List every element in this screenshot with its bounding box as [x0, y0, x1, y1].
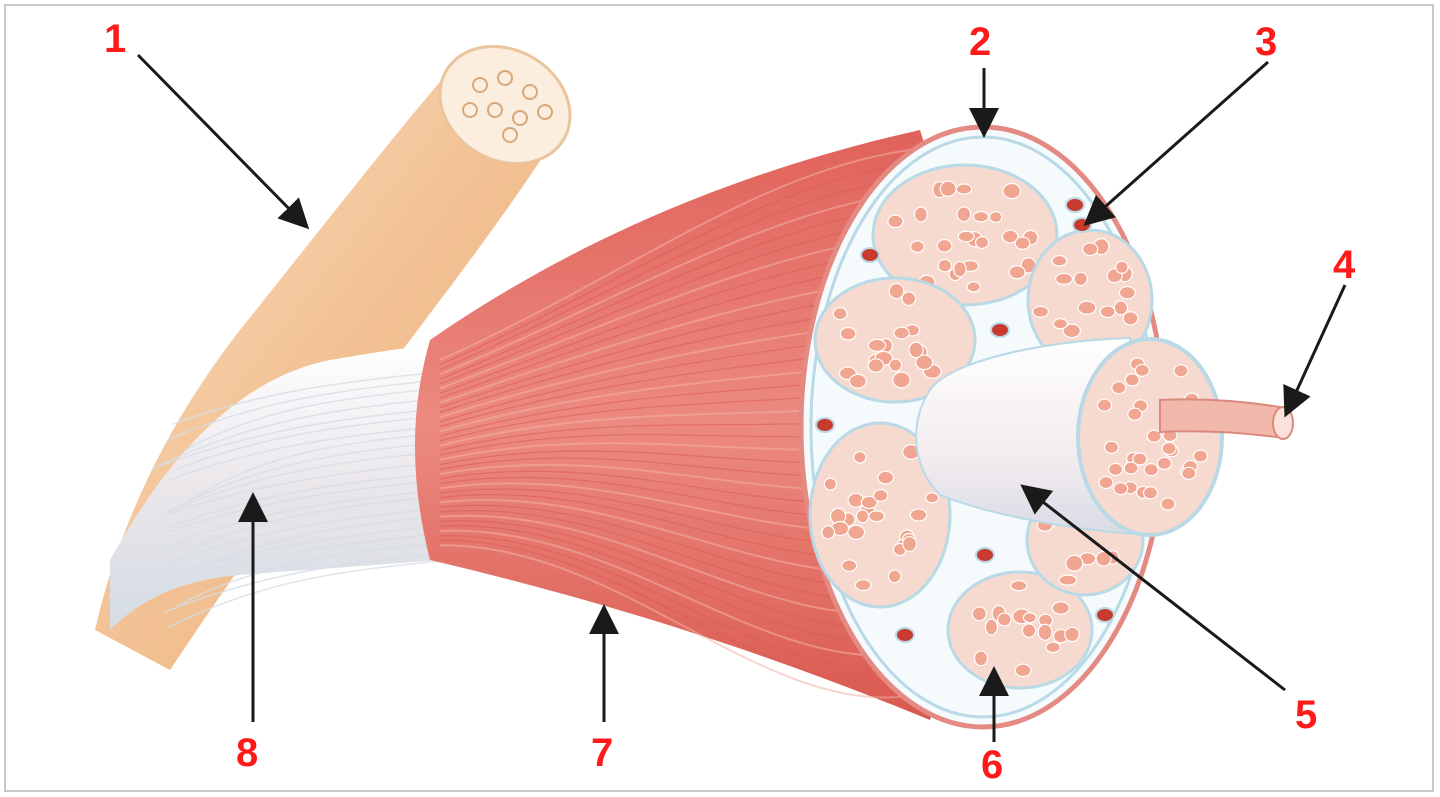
- tendon: [110, 345, 450, 630]
- label-2: 2: [969, 20, 991, 64]
- label-8: 8: [236, 731, 258, 775]
- label-5: 5: [1295, 693, 1317, 737]
- bone-cross-section: [438, 44, 572, 166]
- pointer-arrows: [136, 53, 1347, 742]
- label-7: 7: [591, 731, 613, 775]
- labels: 1 2 3 4 5 6 7 8: [104, 17, 1356, 787]
- fascicle: [813, 276, 977, 404]
- fascicles: [808, 163, 1154, 690]
- fascicle: [808, 421, 952, 609]
- fascicle: [946, 570, 1094, 690]
- arrow-5: [1020, 484, 1286, 692]
- arrow-4: [1283, 284, 1347, 418]
- muscle-fiber: [1159, 398, 1294, 440]
- arrow-3: [1083, 60, 1269, 226]
- label-6: 6: [981, 743, 1003, 787]
- label-4: 4: [1333, 243, 1356, 287]
- tendon-fiber-streaks: [152, 371, 441, 629]
- blood-vessels: [815, 197, 1115, 643]
- label-1: 1: [104, 17, 126, 61]
- bone-osteon-dots: [462, 70, 553, 143]
- arrow-1: [136, 53, 310, 230]
- label-3: 3: [1255, 20, 1277, 64]
- fascicle: [1026, 228, 1154, 372]
- extracted-fascicle: [915, 336, 1224, 537]
